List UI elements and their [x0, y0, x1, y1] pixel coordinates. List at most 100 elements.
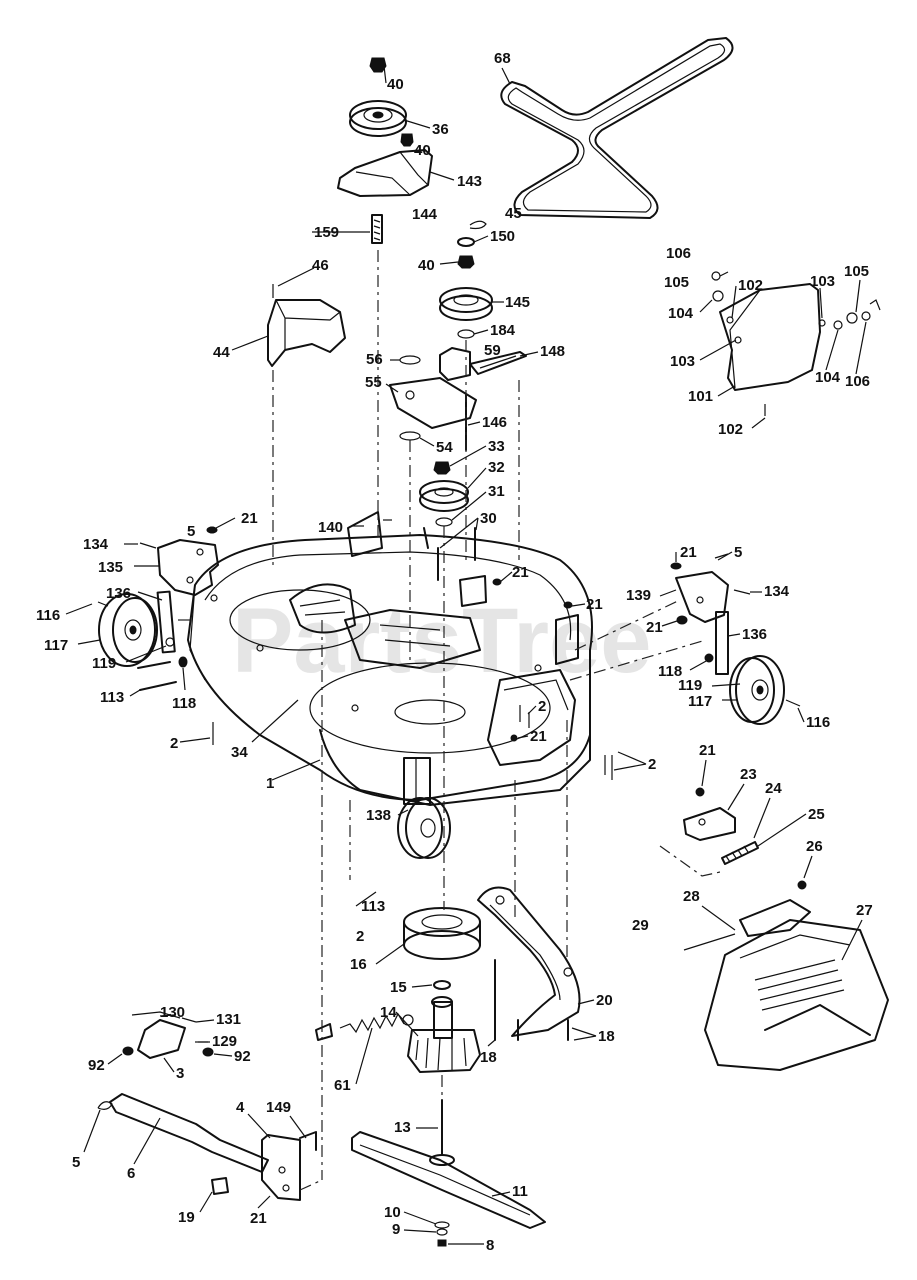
- callout-2: 2: [170, 735, 178, 752]
- callout-21: 21: [241, 510, 258, 527]
- callout-9: 9: [392, 1221, 400, 1238]
- callout-5: 5: [734, 544, 742, 561]
- callout-105: 105: [844, 263, 869, 280]
- callout-150: 150: [490, 228, 515, 245]
- callout-19: 19: [178, 1209, 195, 1226]
- spindle-blade-assembly: [351, 907, 546, 1247]
- callout-45: 45: [505, 205, 522, 222]
- callout-31: 31: [488, 483, 505, 500]
- baffle-20: [477, 886, 581, 1041]
- callout-21: 21: [512, 564, 529, 581]
- callout-145: 145: [505, 294, 530, 311]
- callout-2: 2: [356, 928, 364, 945]
- callout-116: 116: [36, 607, 60, 624]
- callout-40: 40: [418, 257, 435, 274]
- callout-21: 21: [699, 742, 716, 759]
- callout-15: 15: [390, 979, 407, 996]
- callout-10: 10: [384, 1204, 401, 1221]
- callout-30: 30: [480, 510, 497, 527]
- callout-119: 119: [678, 677, 702, 694]
- callout-21: 21: [250, 1210, 267, 1227]
- callout-92: 92: [234, 1048, 251, 1065]
- callout-29: 29: [632, 917, 649, 934]
- callout-136: 136: [742, 626, 767, 643]
- callout-101: 101: [688, 388, 713, 405]
- callout-13: 13: [394, 1119, 411, 1136]
- callout-23: 23: [740, 766, 757, 783]
- callout-21: 21: [530, 728, 547, 745]
- callout-4: 4: [236, 1099, 245, 1116]
- callout-119: 119: [92, 655, 116, 672]
- idler-pulley-assembly: [337, 57, 433, 244]
- callout-131: 131: [216, 1011, 241, 1028]
- deck-shell-1: [187, 534, 593, 806]
- right-deck-brackets: [207, 511, 613, 780]
- callout-104: 104: [668, 305, 694, 322]
- callout-139: 139: [626, 587, 651, 604]
- callout-16: 16: [350, 956, 367, 973]
- callout-134: 134: [83, 536, 109, 553]
- callout-144: 144: [412, 206, 438, 223]
- callout-54: 54: [436, 439, 453, 456]
- callout-68: 68: [494, 50, 511, 67]
- callout-103: 103: [810, 273, 835, 290]
- callout-labels: 40 36 40 143 144 159 68 45 150 40 46 44 …: [36, 50, 873, 1254]
- callout-2: 2: [538, 698, 546, 715]
- callout-21: 21: [586, 596, 603, 613]
- callout-61: 61: [334, 1077, 351, 1094]
- callout-24: 24: [765, 780, 782, 797]
- callout-14: 14: [380, 1004, 397, 1021]
- callout-105: 105: [664, 274, 689, 291]
- callout-118: 118: [172, 695, 196, 712]
- callout-20: 20: [596, 992, 613, 1009]
- callout-104: 104: [815, 369, 841, 386]
- belt-68: [500, 37, 734, 219]
- callout-130: 130: [160, 1004, 185, 1021]
- callout-3: 3: [176, 1065, 184, 1082]
- discharge-chute-assembly: [659, 787, 889, 1071]
- callout-103: 103: [670, 353, 695, 370]
- callout-40: 40: [387, 76, 404, 93]
- callout-18: 18: [480, 1049, 497, 1066]
- callout-106: 106: [845, 373, 870, 390]
- callout-55: 55: [365, 374, 382, 391]
- callout-102: 102: [718, 421, 743, 438]
- callout-40: 40: [414, 142, 431, 159]
- callout-6: 6: [127, 1165, 135, 1182]
- callout-36: 36: [432, 121, 449, 138]
- callout-135: 135: [98, 559, 123, 576]
- callout-184: 184: [490, 322, 516, 339]
- callout-102: 102: [738, 277, 763, 294]
- callout-138: 138: [366, 807, 391, 824]
- callout-18: 18: [598, 1028, 615, 1045]
- callout-25: 25: [808, 806, 825, 823]
- callout-26: 26: [806, 838, 823, 855]
- mounting-plate-101: [711, 271, 881, 416]
- callout-92: 92: [88, 1057, 105, 1074]
- callout-106: 106: [666, 245, 691, 262]
- callout-136: 136: [106, 585, 131, 602]
- callout-116: 116: [806, 714, 830, 731]
- callout-21: 21: [680, 544, 697, 561]
- callout-146: 146: [482, 414, 507, 431]
- callout-5: 5: [72, 1154, 80, 1171]
- callout-113: 113: [361, 898, 385, 915]
- callout-11: 11: [512, 1183, 528, 1200]
- callout-117: 117: [688, 693, 712, 710]
- right-wheel-assembly: [670, 553, 801, 725]
- callout-148: 148: [540, 343, 565, 360]
- callout-143: 143: [457, 173, 482, 190]
- callout-2: 2: [648, 756, 656, 773]
- callout-117: 117: [44, 637, 68, 654]
- callout-1: 1: [266, 775, 274, 792]
- callout-5: 5: [187, 523, 195, 540]
- callout-34: 34: [231, 744, 248, 761]
- callout-56: 56: [366, 351, 383, 368]
- callout-113: 113: [100, 689, 124, 706]
- callout-118: 118: [658, 663, 682, 680]
- lift-linkage-assembly: [97, 1011, 414, 1201]
- watermark-text: PartsTree: [232, 590, 651, 692]
- guard-44: [267, 284, 346, 367]
